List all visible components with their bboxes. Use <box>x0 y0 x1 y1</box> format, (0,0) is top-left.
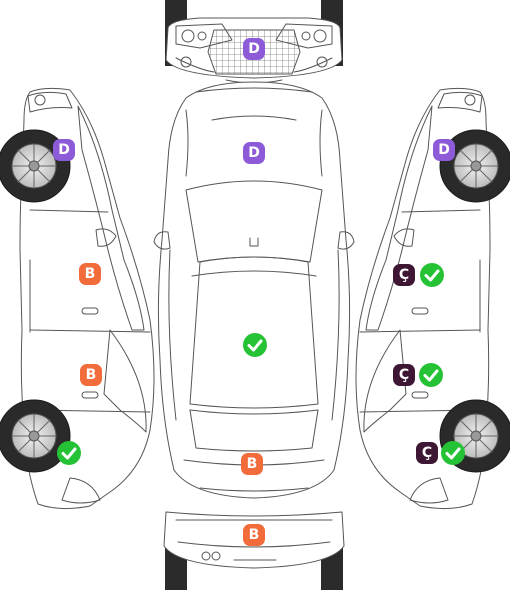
right-rear-fender-ok-check-icon[interactable] <box>441 441 465 465</box>
right-front-fender-marker[interactable]: D <box>433 139 455 161</box>
top-view <box>153 81 355 499</box>
rear-bumper-marker[interactable]: B <box>243 524 265 546</box>
left-side-view <box>0 87 155 510</box>
right-side-view <box>355 87 510 510</box>
right-rear-fender-marker[interactable]: Ç <box>416 442 438 464</box>
roof-ok-check-icon[interactable] <box>243 333 267 357</box>
left-front-fender-marker[interactable]: D <box>53 139 75 161</box>
hood-marker[interactable]: D <box>243 142 265 164</box>
right-rear-door-ok-check-icon[interactable] <box>419 363 443 387</box>
left-rear-fender-ok-check-icon[interactable] <box>57 441 81 465</box>
right-rear-door-marker[interactable]: Ç <box>393 364 415 386</box>
front-bumper-marker[interactable]: D <box>243 38 265 60</box>
right-front-door-ok-check-icon[interactable] <box>420 263 444 287</box>
right-front-door-marker[interactable]: Ç <box>393 264 415 286</box>
left-front-door-marker[interactable]: B <box>79 263 101 285</box>
trunk-marker[interactable]: B <box>241 453 263 475</box>
left-rear-door-marker[interactable]: B <box>80 364 102 386</box>
